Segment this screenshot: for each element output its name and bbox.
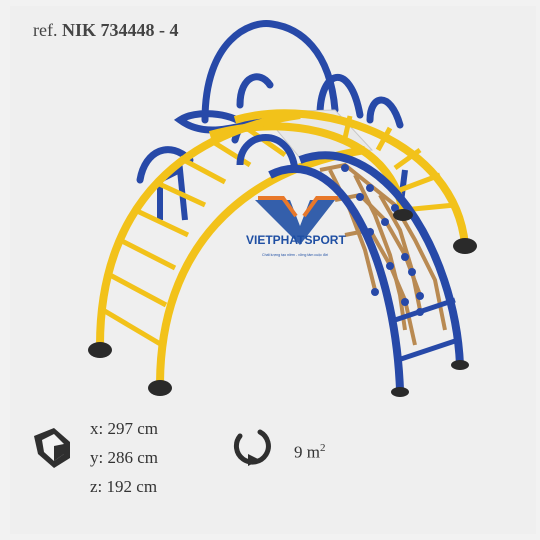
area-number: 9 m xyxy=(294,442,320,462)
blue-rope-knots xyxy=(341,164,424,316)
area-value: 9 m2 xyxy=(294,442,325,463)
product-illustration: VIETPHATSPORT Chất lượng tạo niềm - vững… xyxy=(88,20,477,397)
ref-prefix: ref. xyxy=(33,20,58,40)
deck-blue-arch xyxy=(236,134,299,171)
logo-tagline: Chất lượng tạo niềm - vững tâm cuộc đời xyxy=(262,253,328,257)
box-dimensions-icon xyxy=(34,428,70,468)
rotate-arrow-icon xyxy=(233,429,271,466)
area-exponent: 2 xyxy=(319,442,326,454)
dimension-x: x: 297 cm xyxy=(90,419,158,438)
blue-arch-rungs xyxy=(394,297,459,363)
dimension-z: z: 192 cm xyxy=(90,477,158,496)
base-feet xyxy=(88,209,477,397)
dimensions-list: x: 297 cm y: 286 cm z: 192 cm xyxy=(90,414,158,501)
logo-brand-text: VIETPHATSPORT xyxy=(246,233,346,247)
dimension-y: y: 286 cm xyxy=(90,448,158,467)
product-reference: ref. NIK 734448 - 4 xyxy=(33,20,178,41)
ref-code: NIK 734448 - 4 xyxy=(61,20,179,40)
product-card xyxy=(10,6,536,534)
logo-v-mark xyxy=(255,200,335,245)
top-blue-arches xyxy=(136,20,404,184)
product-specs: x: 297 cm y: 286 cm z: 192 cm 9 m2 xyxy=(30,414,510,504)
brand-logo: VIETPHATSPORT Chất lượng tạo niềm - vững… xyxy=(246,196,346,257)
